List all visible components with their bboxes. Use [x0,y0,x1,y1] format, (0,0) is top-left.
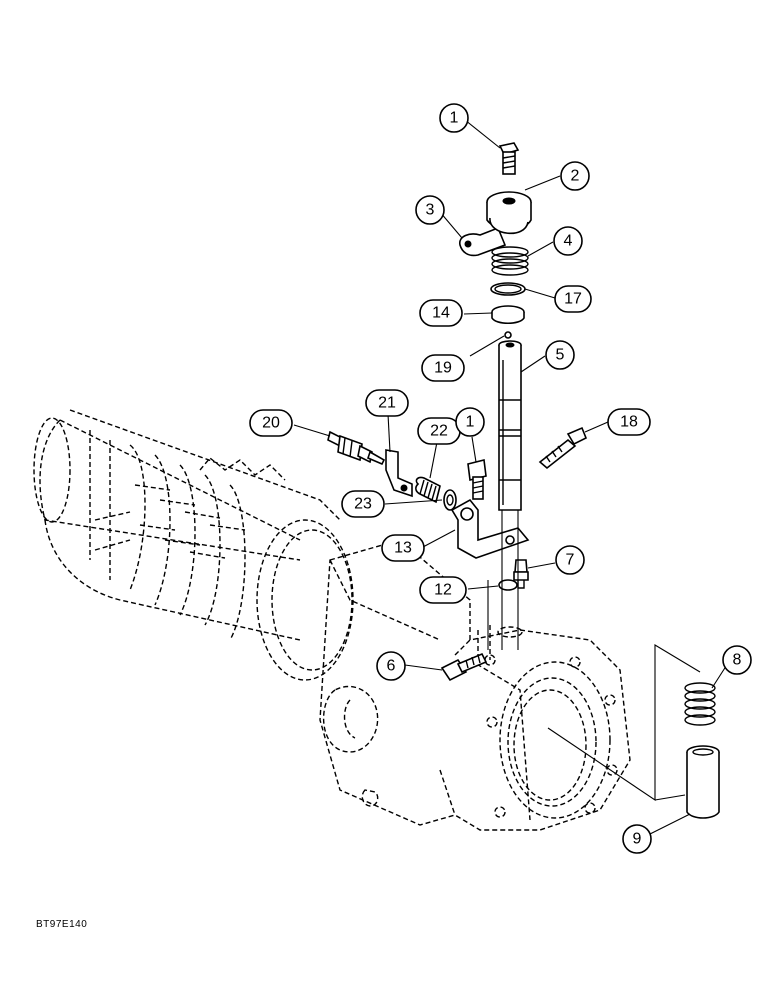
svg-text:18: 18 [620,414,638,431]
svg-text:4: 4 [564,233,573,250]
callout-2: 2 [560,161,590,191]
spring-part-8 [684,682,716,726]
callout-3: 3 [415,195,445,225]
callout-21: 21 [365,389,409,417]
callout-17: 17 [554,285,592,313]
leader-lines [293,119,731,836]
svg-text:6: 6 [387,658,396,675]
svg-text:23: 23 [354,496,372,513]
callout-5: 5 [545,340,575,370]
callouts: 1 2 3 4 17 14 19 5 18 20 21 22 1 23 13 7… [249,103,752,854]
callout-6: 6 [376,651,406,681]
callout-20: 20 [249,409,293,437]
spring-part-4 [491,246,529,276]
svg-text:9: 9 [633,831,642,848]
callout-22: 22 [417,417,461,445]
bolt-part-1-mid [467,459,487,500]
svg-text:8: 8 [733,652,742,669]
lever-part-3 [459,217,529,257]
svg-text:2: 2 [571,168,580,185]
callout-7: 7 [555,545,585,575]
callout-13: 13 [381,534,425,562]
switch-part-20 [327,430,386,466]
callout-9: 9 [622,824,652,854]
screw-part-18 [538,426,588,470]
svg-text:21: 21 [378,395,396,412]
callout-23: 23 [341,490,385,518]
washer-part-14 [491,305,525,325]
callout-8: 8 [722,645,752,675]
callout-19: 19 [421,354,465,382]
callout-12: 12 [419,576,467,604]
transmission-housing [33,409,631,831]
shaft-part-5 [498,340,522,511]
ball-part-19 [504,331,512,339]
callout-1-top: 1 [439,103,469,133]
parts [327,142,720,819]
svg-text:14: 14 [432,305,450,322]
figure-id: BT97E140 [36,919,88,930]
callout-4: 4 [553,226,583,256]
svg-text:12: 12 [434,582,452,599]
washer-part-23 [443,489,457,511]
svg-text:13: 13 [394,540,412,557]
svg-text:17: 17 [564,291,582,308]
plug-part-22 [415,476,441,504]
svg-text:3: 3 [426,202,435,219]
callout-14: 14 [419,299,463,327]
bolt-part-1-top [498,142,520,175]
svg-text:7: 7 [566,552,575,569]
bolt-part-6 [440,652,488,682]
svg-text:20: 20 [262,415,280,432]
svg-text:19: 19 [434,360,452,377]
assembly-lines [487,510,701,802]
svg-text:22: 22 [430,423,448,440]
plate-part-13 [450,498,530,559]
callout-1-mid: 1 [455,407,485,437]
svg-text:5: 5 [556,347,565,364]
svg-text:1: 1 [466,414,475,431]
callout-18: 18 [607,408,651,436]
oring-part-12 [498,579,518,591]
sleeve-part-9 [686,745,720,819]
bracket-part-21 [385,449,413,498]
svg-text:1: 1 [450,110,459,127]
